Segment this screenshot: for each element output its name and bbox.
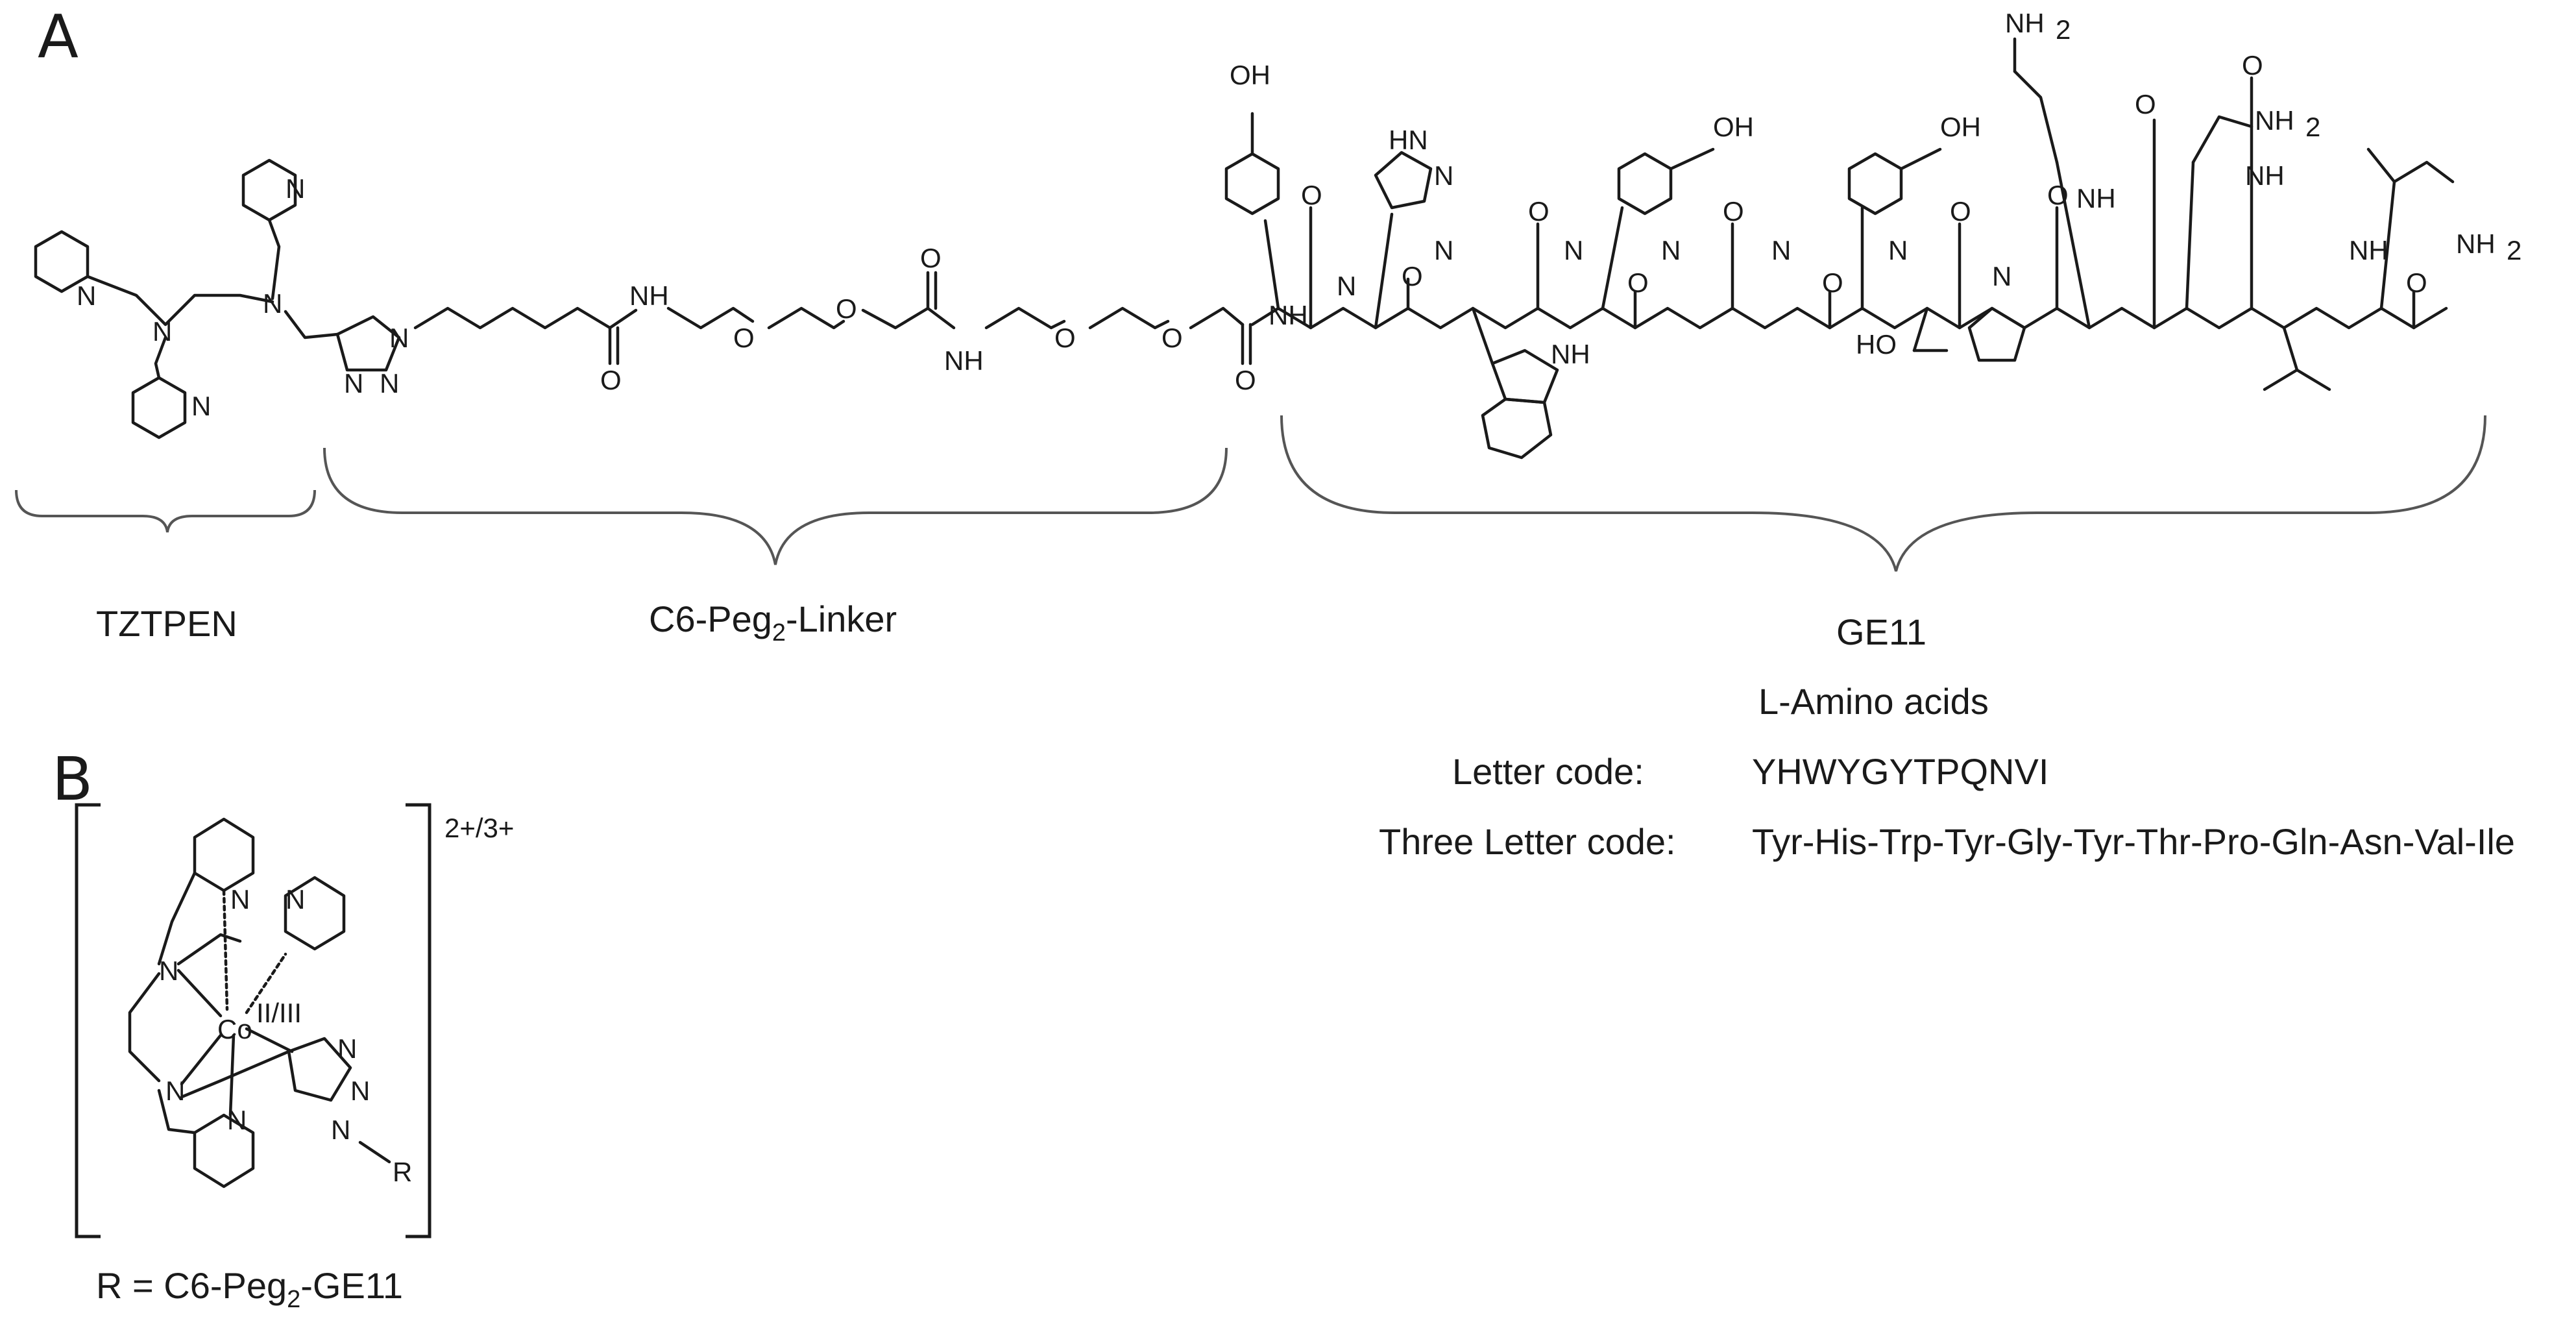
- atom-o-c9: O: [2135, 89, 2156, 119]
- atom-n-triazole-1: N: [389, 323, 409, 353]
- atom-hn-his: HN: [1389, 125, 1428, 155]
- brace-tztpen: [15, 489, 316, 533]
- atom-nh2-cterm: NH: [2456, 228, 2496, 259]
- atom-nh-p6: N: [1888, 235, 1908, 265]
- peptide-structure: NH N N N N N N NH NH NH O O O O O O O O …: [1224, 8, 2521, 460]
- atom-nh-p5: N: [1771, 235, 1791, 265]
- label-tztpen: TZTPEN: [96, 603, 237, 644]
- atom-n-b5: N: [227, 1105, 247, 1135]
- atom-o-amide-3: O: [1235, 365, 1256, 395]
- atom-n-py1: N: [77, 280, 96, 311]
- atom-nh-trp: NH: [1551, 339, 1590, 369]
- atom-o-peg-4: O: [1161, 323, 1183, 353]
- atom-n-tz2: N: [263, 288, 282, 319]
- atom-n-triazole-b2: N: [350, 1076, 370, 1106]
- atom-nh-gly: NH: [1269, 300, 1308, 330]
- atom-n-his: N: [1434, 160, 1453, 191]
- three-letter-code-value: Tyr-His-Trp-Tyr-Gly-Tyr-Thr-Pro-Gln-Asn-…: [1752, 821, 2515, 862]
- letter-code-value: YHWYGYTPQNVI: [1752, 751, 2048, 792]
- label-ge11: GE11: [1836, 611, 1926, 652]
- letter-code-label: Letter code:: [1452, 751, 1644, 792]
- bracket-right: [406, 803, 431, 1238]
- oxidation-state: II/III: [256, 998, 302, 1028]
- atom-n-pro: N: [1992, 261, 2011, 291]
- atom-n-triazole-2: N: [344, 368, 363, 399]
- atom-o-c3: O: [1528, 196, 1549, 227]
- atom-nh-p3: N: [1564, 235, 1583, 265]
- atom-nh2-asn-sub: 2: [2305, 112, 2320, 142]
- atom-n-triazole-b1: N: [337, 1033, 357, 1064]
- brace-ge11: [1280, 415, 2486, 572]
- atom-o-amide-2: O: [920, 243, 942, 273]
- atom-o-c7: O: [1950, 196, 1971, 227]
- atom-ho-thr: HO: [1856, 329, 1897, 360]
- atom-nh-p9: NH: [2349, 235, 2388, 265]
- atom-nh-p2: N: [1434, 235, 1453, 265]
- atom-nh2-cterm-sub: 2: [2507, 235, 2521, 265]
- atom-n-b4: N: [286, 884, 305, 915]
- atom-nh-p1: N: [1337, 271, 1356, 301]
- label-linker: C6-Peg2-Linker: [649, 598, 897, 646]
- atom-n-b1: N: [159, 955, 178, 986]
- triazole-ring: N N N: [335, 315, 409, 399]
- atom-o-c6: O: [1822, 267, 1843, 298]
- atom-n-tz1: N: [152, 316, 172, 347]
- atom-nh2-gln-sub: 2: [2056, 14, 2071, 45]
- atom-nh-1: NH: [629, 280, 669, 311]
- atom-n-triazole-3: N: [380, 368, 399, 399]
- atom-oh-tyr2: OH: [1713, 112, 1754, 142]
- three-letter-code-label: Three Letter code:: [1379, 821, 1676, 862]
- panel-label-b: B: [52, 745, 93, 814]
- atom-o-c4: O: [1627, 267, 1649, 298]
- r-definition: R = C6-Peg2-GE11: [96, 1265, 403, 1313]
- atom-nh2-asn: NH: [2255, 105, 2294, 136]
- atom-nh-2: NH: [944, 345, 984, 376]
- atom-o-peg-1: O: [733, 323, 755, 353]
- atom-nh2-gln: NH: [2005, 8, 2045, 38]
- complex-charge: 2+/3+: [444, 813, 514, 843]
- atom-o-c10: O: [2242, 50, 2263, 80]
- atom-n-py3: N: [191, 391, 211, 421]
- atom-o-c11: O: [2406, 267, 2427, 298]
- atom-n-b3: N: [230, 884, 250, 915]
- tztpen-structure: N N N N N: [34, 158, 339, 439]
- atom-n-py2: N: [286, 173, 305, 204]
- atom-n-triazole-b3: N: [331, 1114, 350, 1145]
- atom-o-c5: O: [1723, 196, 1744, 227]
- cobalt-complex: 2+/3+ N N N N N N N N R Co II/III: [75, 803, 514, 1238]
- r-group: R: [393, 1157, 412, 1187]
- metal-center: Co: [217, 1014, 252, 1044]
- atom-o-c2: O: [1402, 261, 1423, 291]
- atom-nh-p4: N: [1661, 235, 1681, 265]
- atom-oh-tyr3: OH: [1940, 112, 1981, 142]
- atom-o-amide-1: O: [600, 365, 622, 395]
- atom-o-peg-2: O: [836, 293, 857, 324]
- atom-o-peg-3: O: [1054, 323, 1076, 353]
- brace-linker: [323, 447, 1228, 565]
- atom-nh-p7: NH: [2076, 183, 2116, 214]
- panel-label-a: A: [38, 2, 79, 71]
- peptide-config: L-Amino acids: [1758, 681, 1989, 722]
- atom-oh-tyr1: OH: [1230, 60, 1270, 90]
- atom-n-b2: N: [165, 1076, 185, 1106]
- atom-o-c1: O: [1301, 180, 1322, 210]
- bracket-left: [75, 803, 101, 1238]
- linker-structure: O NH O O O NH O O O: [413, 243, 1256, 395]
